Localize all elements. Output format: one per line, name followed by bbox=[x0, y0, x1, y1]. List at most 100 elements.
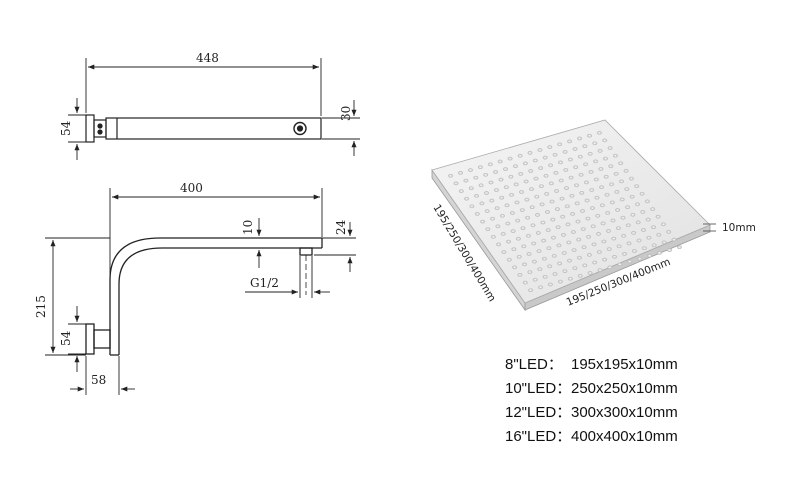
dim-outlet-side bbox=[240, 218, 300, 268]
nozzle-dot bbox=[577, 255, 582, 260]
nozzle-dot bbox=[576, 237, 582, 242]
dim-drop-side bbox=[45, 237, 110, 356]
nozzle-dot bbox=[577, 136, 582, 141]
nozzle-dot bbox=[620, 215, 626, 220]
nozzle-dot bbox=[528, 288, 533, 293]
nozzle-dot bbox=[645, 199, 650, 204]
side-flange bbox=[93, 329, 111, 349]
nozzle-dot bbox=[540, 220, 546, 225]
nozzle-dot bbox=[516, 236, 521, 241]
spec-size: 400x400x10mm bbox=[571, 428, 678, 445]
top-tip-label: 30 bbox=[339, 106, 353, 121]
nozzle-dot bbox=[619, 179, 624, 184]
nozzle-dot bbox=[574, 183, 579, 188]
nozzle-dot bbox=[555, 207, 560, 211]
nozzle-dot bbox=[463, 178, 469, 183]
nozzle-dot bbox=[587, 133, 592, 138]
nozzle-dot bbox=[479, 201, 485, 206]
nozzle-dot bbox=[480, 219, 485, 224]
nozzle-dot bbox=[500, 232, 506, 236]
nozzle-dot bbox=[600, 221, 606, 226]
nozzle-dot bbox=[582, 263, 588, 268]
nozzle-dot bbox=[551, 235, 556, 240]
nozzle-dot bbox=[570, 212, 575, 216]
nozzle-dot bbox=[601, 239, 607, 244]
nozzle-dot bbox=[561, 233, 566, 237]
nozzle-dot bbox=[602, 257, 607, 262]
nozzle-dot bbox=[584, 180, 589, 185]
nozzle-dot bbox=[549, 199, 555, 204]
nozzle-dot bbox=[469, 204, 475, 209]
nozzle-dot bbox=[606, 229, 611, 233]
nozzle-dot bbox=[516, 254, 522, 259]
side-view-drawing bbox=[85, 237, 323, 356]
nozzle-dot bbox=[559, 196, 565, 201]
nozzle-dot bbox=[530, 223, 536, 228]
nozzle-dot bbox=[550, 217, 556, 222]
side-base-label: 58 bbox=[91, 373, 106, 387]
nozzle-dot bbox=[630, 212, 636, 217]
side-length-label: 400 bbox=[180, 181, 203, 195]
top-view-drawing bbox=[85, 114, 322, 143]
nozzle-dot bbox=[453, 181, 459, 186]
spec-model: 16"LED： bbox=[505, 428, 572, 445]
nozzle-dot bbox=[594, 195, 600, 200]
nozzle-dot bbox=[501, 250, 507, 254]
nozzle-dot bbox=[539, 184, 544, 188]
nozzle-dot bbox=[532, 259, 537, 264]
nozzle-dot bbox=[637, 256, 643, 261]
nozzle-dot bbox=[477, 165, 483, 169]
nozzle-dot bbox=[571, 248, 577, 252]
nozzle-dot bbox=[510, 229, 516, 233]
nozzle-dot bbox=[587, 151, 593, 156]
nozzle-dot bbox=[503, 167, 508, 171]
nozzle-dot bbox=[551, 253, 557, 258]
nozzle-dot bbox=[494, 206, 500, 210]
nozzle-dot bbox=[569, 193, 575, 198]
spec-size: 300x300x10mm bbox=[571, 404, 678, 421]
nozzle-dot bbox=[517, 273, 523, 277]
nozzle-dot bbox=[619, 197, 625, 202]
nozzle-dot bbox=[552, 272, 558, 276]
nozzle-dot bbox=[645, 217, 651, 222]
nozzle-dot bbox=[464, 196, 469, 201]
nozzle-dot bbox=[547, 145, 553, 149]
nozzle-dot bbox=[544, 192, 550, 196]
nozzle-dot bbox=[579, 191, 585, 195]
nozzle-dot bbox=[515, 218, 521, 223]
nozzle-dot bbox=[533, 176, 539, 181]
nozzle-dot bbox=[552, 152, 558, 157]
nozzle-dot bbox=[596, 250, 602, 254]
nozzle-dot bbox=[655, 214, 661, 219]
nozzle-dot bbox=[609, 182, 614, 187]
nozzle-dot bbox=[636, 238, 642, 243]
nozzle-dot bbox=[641, 228, 646, 232]
nozzle-dot bbox=[571, 230, 576, 234]
nozzle-dot bbox=[625, 223, 631, 228]
spec-model: 12"LED： bbox=[505, 404, 572, 421]
top-length-label: 448 bbox=[196, 51, 219, 65]
nozzle-dot bbox=[635, 202, 640, 207]
nozzle-dot bbox=[623, 169, 629, 173]
nozzle-dot bbox=[499, 213, 505, 218]
nozzle-dot bbox=[509, 192, 514, 197]
nozzle-dot bbox=[583, 162, 588, 167]
nozzle-dot bbox=[527, 270, 533, 274]
nozzle-dot bbox=[485, 227, 491, 231]
nozzle-dot bbox=[617, 262, 623, 267]
nozzle-dot bbox=[560, 214, 566, 219]
nozzle-dot bbox=[562, 269, 568, 273]
side-arm-outer bbox=[109, 237, 322, 355]
nozzle-dot bbox=[546, 246, 552, 250]
nozzle-dot bbox=[613, 171, 619, 176]
side-wall-plate bbox=[85, 323, 95, 355]
nozzle-dot bbox=[651, 243, 657, 248]
nozzle-dot bbox=[555, 225, 561, 229]
nozzle-dot bbox=[548, 181, 554, 186]
nozzle-dot bbox=[538, 285, 543, 290]
nozzle-dot bbox=[473, 175, 479, 180]
top-height-label: 54 bbox=[59, 120, 73, 136]
nozzle-dot bbox=[588, 170, 594, 174]
nozzle-dot bbox=[545, 228, 551, 232]
nozzle-dot bbox=[524, 197, 530, 202]
